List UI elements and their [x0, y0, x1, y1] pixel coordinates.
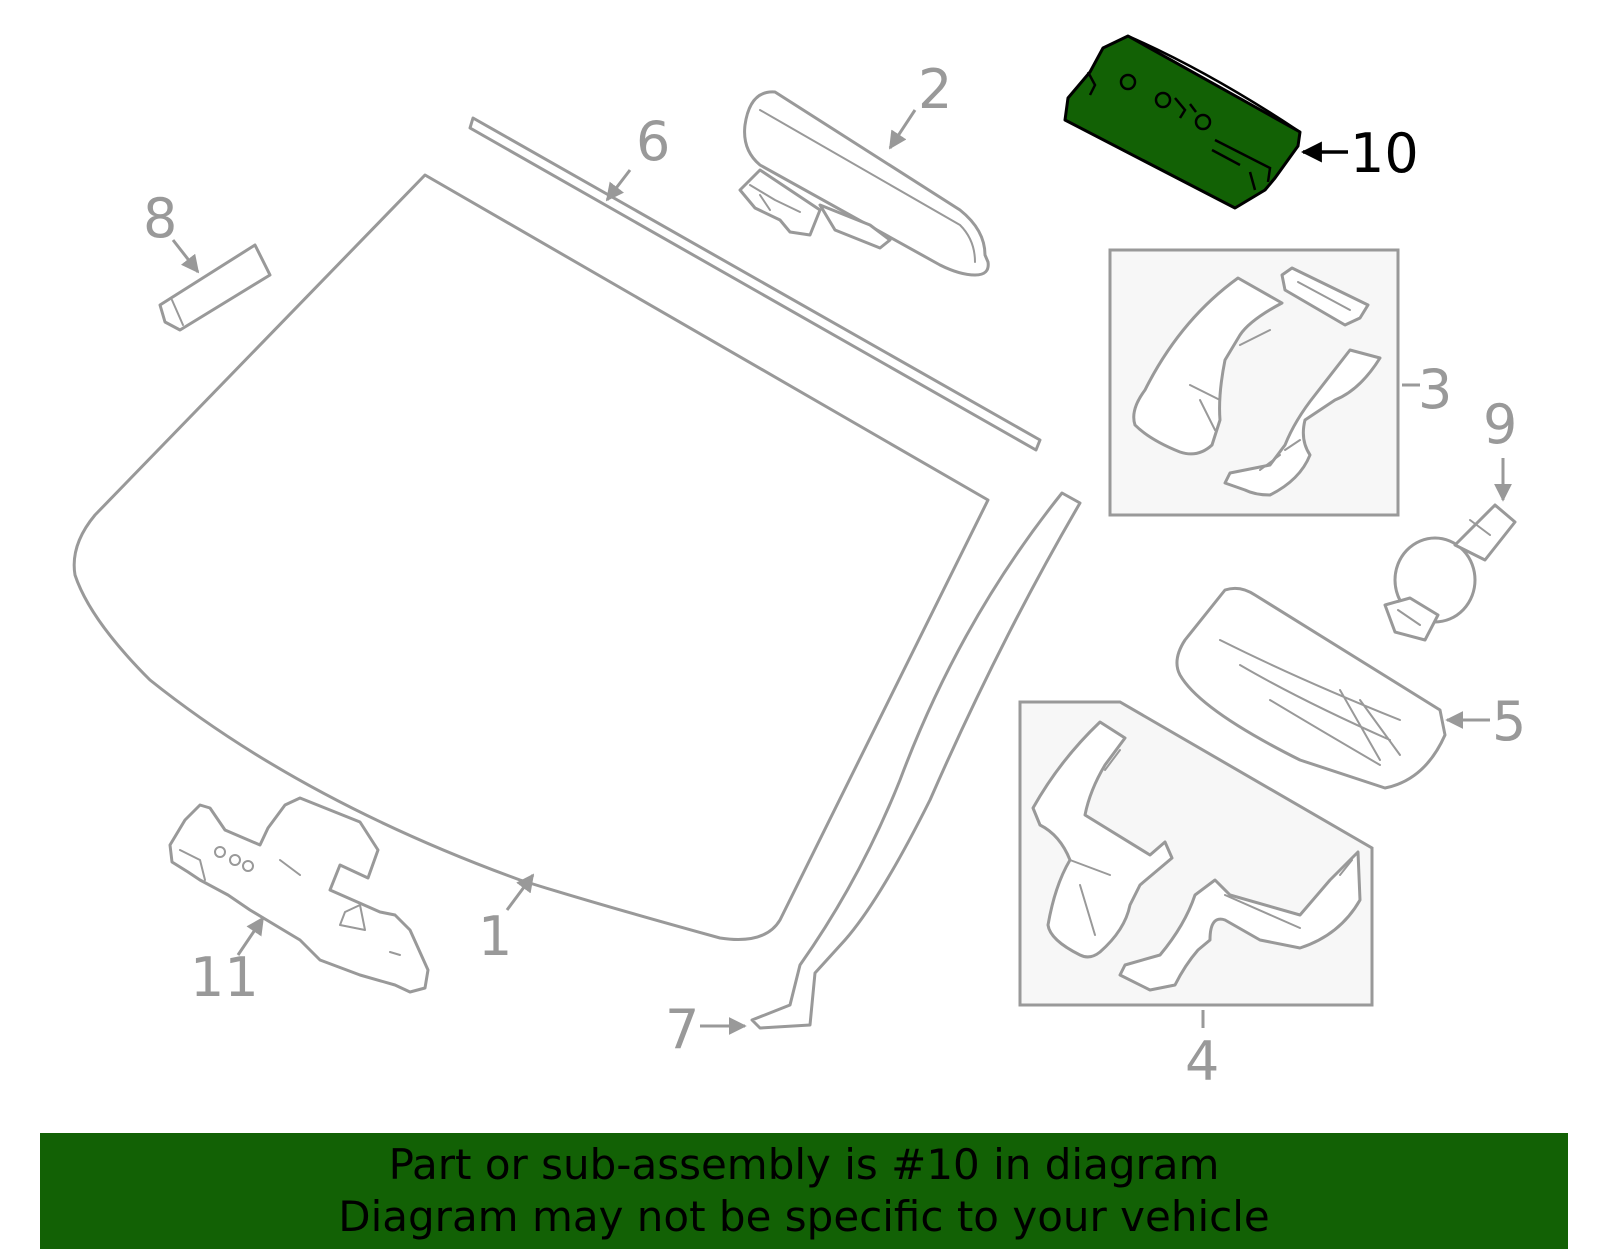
leader-1: [505, 873, 535, 911]
callout-6[interactable]: 6: [636, 110, 670, 173]
callout-11[interactable]: 11: [190, 946, 259, 1009]
banner-line-part-number: Part or sub-assembly is #10 in diagram: [388, 1140, 1220, 1189]
part-1-windshield[interactable]: [72, 173, 990, 942]
leader-2: [888, 109, 917, 150]
banner-line-disclaimer: Diagram may not be specific to your vehi…: [338, 1192, 1270, 1241]
part-4-housing-set[interactable]: [1018, 700, 1374, 1007]
callout-7[interactable]: 7: [665, 998, 699, 1061]
part-7-side-moulding[interactable]: [750, 491, 1082, 1030]
part-8-trim-piece[interactable]: [158, 243, 272, 332]
callout-4[interactable]: 4: [1185, 1030, 1219, 1093]
callout-3[interactable]: 3: [1418, 358, 1452, 421]
part-9-sensor[interactable]: [1383, 503, 1517, 642]
callout-8[interactable]: 8: [143, 187, 177, 250]
callout-2[interactable]: 2: [918, 58, 952, 121]
callout-1[interactable]: 1: [478, 905, 512, 968]
part-2-rear-view-mirror[interactable]: [738, 90, 990, 277]
part-3-cover-set[interactable]: [1108, 248, 1400, 517]
callout-9[interactable]: 9: [1483, 393, 1517, 456]
info-banner: Part or sub-assembly is #10 in diagram D…: [40, 1133, 1568, 1249]
part-10-module[interactable]: [1063, 34, 1302, 210]
part-11-bracket[interactable]: [168, 796, 430, 994]
part-5-shroud[interactable]: [1175, 586, 1447, 790]
callout-5[interactable]: 5: [1492, 690, 1526, 753]
leader-8: [171, 239, 200, 274]
callout-10[interactable]: 10: [1350, 122, 1419, 185]
leader-11: [236, 916, 265, 956]
leader-6: [605, 169, 632, 202]
